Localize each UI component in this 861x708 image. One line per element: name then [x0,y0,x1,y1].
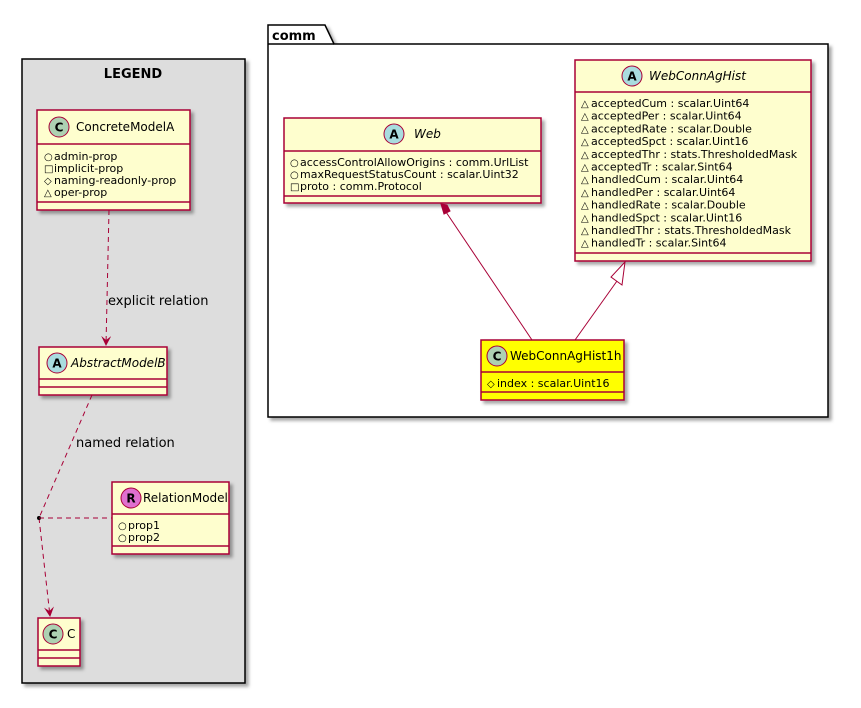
visibility-icon: △ [44,188,52,199]
named-relation-edge: named relation [37,394,175,617]
composition-edge [440,203,533,341]
class-name: C [67,627,75,641]
c-class[interactable]: C C [37,617,81,667]
web-conn-ag-hist-1h-class[interactable]: C WebConnAgHist1h ◇index : scalar.Uint16 [480,339,625,401]
attribute-text: handledTr : scalar.Sint64 [591,237,726,250]
attribute-text: proto : comm.Protocol [300,180,422,193]
comm-title: comm [272,29,316,44]
attribute-text: handledSpct : scalar.Uint16 [591,211,742,224]
visibility-icon: △ [581,124,589,135]
class-stereotype-icon: R [126,492,135,506]
visibility-icon: △ [581,163,589,174]
legend-title: LEGEND [104,67,163,82]
attribute-text: acceptedRate : scalar.Double [591,122,752,135]
attribute-text: admin-prop [54,150,117,163]
attribute-text: accessControlAllowOrigins : comm.UrlList [300,156,529,169]
inheritance-edge [574,260,626,341]
visibility-icon: ◇ [487,379,495,390]
visibility-icon: □ [290,182,299,193]
attribute-text: handledRate : scalar.Double [591,199,746,212]
attribute-text: acceptedPer : scalar.Uint64 [591,110,742,123]
attribute-text: index : scalar.Uint16 [497,377,610,390]
class-stereotype-icon: A [389,128,399,142]
visibility-icon: △ [581,99,589,110]
explicit-relation-edge: explicit relation [101,209,208,346]
attribute-text: acceptedTr : scalar.Sint64 [591,161,733,174]
attribute-text: oper-prop [54,186,107,199]
class-name: WebConnAgHist1h [510,349,621,363]
concrete-model-a-class[interactable]: C ConcreteModelA ○admin-prop□implicit-pr… [36,109,191,211]
class-stereotype-icon: A [52,357,62,371]
web-conn-ag-hist-class[interactable]: A WebConnAgHist △acceptedCum : scalar.Ui… [574,59,812,262]
visibility-icon: ○ [118,533,127,544]
attribute-text: implicit-prop [54,162,123,175]
class-name: WebConnAgHist [649,69,747,83]
attribute-text: acceptedThr : stats.ThresholdedMask [591,148,798,161]
visibility-icon: △ [581,226,589,237]
class-name: AbstractModelB [70,356,166,370]
attribute-text: prop2 [128,531,160,544]
visibility-icon: ○ [44,152,53,163]
visibility-icon: △ [581,213,589,224]
attribute-text: naming-readonly-prop [54,174,176,187]
class-name: RelationModel [143,491,228,505]
visibility-icon: △ [581,175,589,186]
web-class[interactable]: A Web ○accessControlAllowOrigins : comm.… [283,117,542,204]
class-stereotype-icon: C [493,350,502,364]
class-name: Web [414,127,441,141]
visibility-icon: ○ [290,158,299,169]
visibility-icon: △ [581,201,589,212]
visibility-icon: ○ [118,521,127,532]
attribute-text: acceptedSpct : scalar.Uint16 [591,135,748,148]
visibility-icon: □ [44,164,53,175]
relation-model-class[interactable]: R RelationModel ○prop1○prop2 [111,481,230,555]
explicit-relation-label: explicit relation [108,294,208,309]
visibility-icon: △ [581,239,589,250]
attribute-text: handledPer : scalar.Uint64 [591,186,735,199]
visibility-icon: △ [581,137,589,148]
abstract-model-b-class[interactable]: A AbstractModelB [38,346,168,396]
visibility-icon: △ [581,150,589,161]
class-stereotype-icon: C [49,628,58,642]
class-stereotype-icon: C [55,121,64,135]
class-name: ConcreteModelA [76,120,175,134]
attribute-text: maxRequestStatusCount : scalar.Uint32 [300,168,519,181]
class-stereotype-icon: A [627,70,637,84]
visibility-icon: ◇ [44,176,52,187]
visibility-icon: △ [581,112,589,123]
named-relation-label: named relation [76,436,175,451]
attribute-text: handledCum : scalar.Uint64 [591,173,743,186]
visibility-icon: △ [581,188,589,199]
attribute-text: prop1 [128,519,160,532]
visibility-icon: ○ [290,170,299,181]
attribute-text: handledThr : stats.ThresholdedMask [591,224,792,237]
attribute-text: acceptedCum : scalar.Uint64 [591,97,749,110]
